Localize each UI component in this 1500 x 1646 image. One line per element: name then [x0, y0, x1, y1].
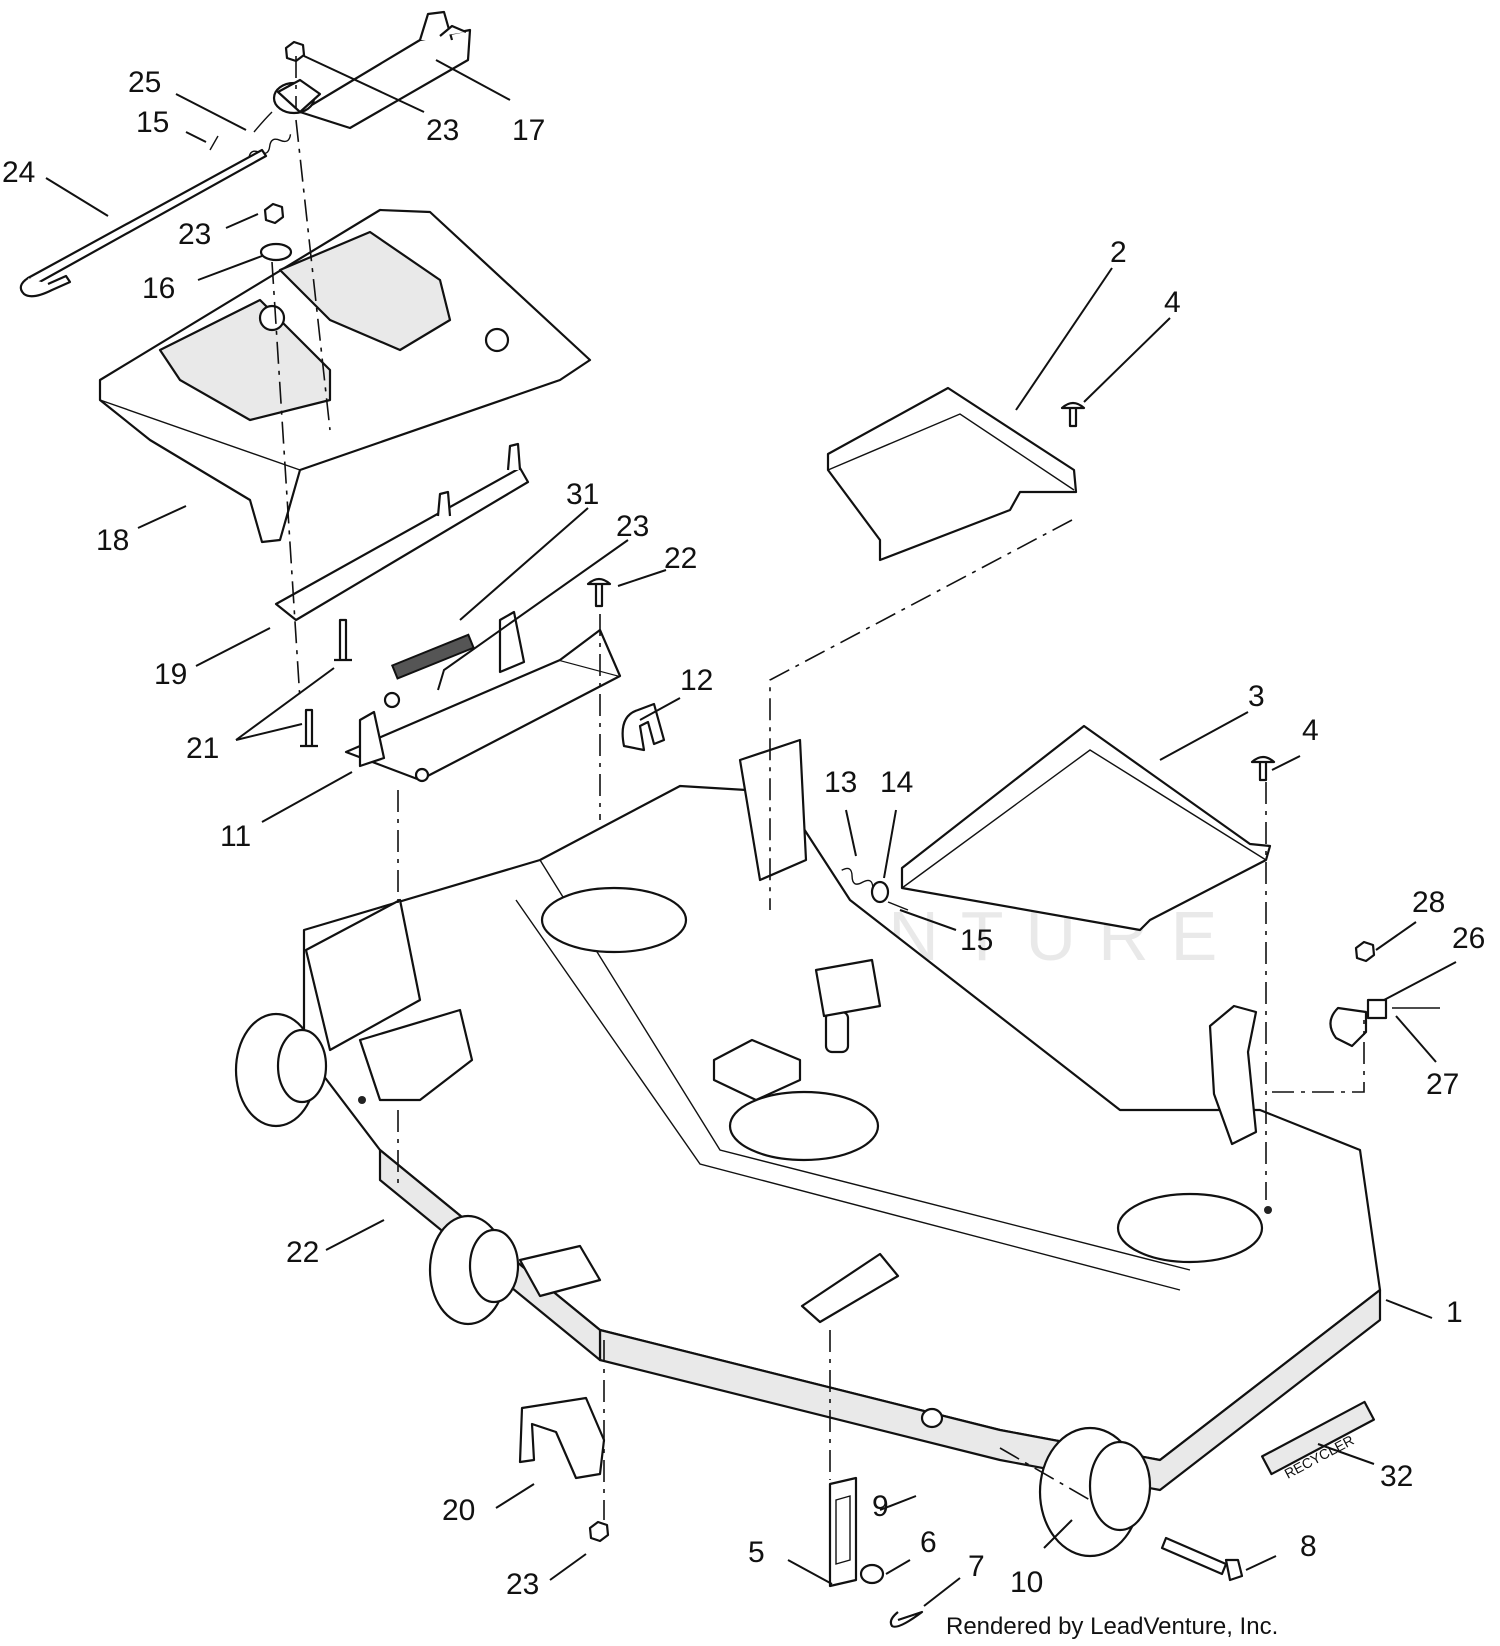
callout-20: 20 — [442, 1494, 475, 1527]
callout-17: 17 — [512, 114, 545, 147]
callout-31: 31 — [566, 478, 599, 511]
leader-lines — [45, 55, 1457, 1607]
callout-10: 10 — [1010, 1566, 1043, 1599]
callout-12: 12 — [680, 664, 713, 697]
part-23-nut-top — [284, 40, 306, 63]
callout-2: 2 — [1110, 236, 1127, 269]
part-23-nut-bottom — [588, 1520, 610, 1543]
part-19-plate — [274, 442, 530, 622]
part-wheel-front-left — [234, 1012, 328, 1128]
callout-23: 23 — [178, 218, 211, 251]
part-5-height-bracket — [828, 1476, 858, 1588]
part-23-nut — [263, 202, 285, 225]
part-20-bracket — [518, 1396, 606, 1480]
callout-23: 23 — [616, 510, 649, 543]
callout-labels: 25 15 24 23 17 23 16 2 4 18 31 23 22 19 … — [2, 66, 1485, 1601]
part-7-hairpin — [889, 1610, 924, 1628]
callout-26: 26 — [1452, 922, 1485, 955]
callout-22: 22 — [286, 1236, 319, 1269]
part-12-handle — [621, 702, 666, 752]
callout-6: 6 — [920, 1526, 937, 1559]
callout-25: 25 — [128, 66, 161, 99]
part-15-pin — [887, 901, 909, 911]
part-16-washer — [259, 242, 293, 262]
callout-19: 19 — [154, 658, 187, 691]
part-10-wheel — [1038, 1426, 1152, 1558]
callout-1: 1 — [1446, 1296, 1463, 1329]
part-21-screws — [300, 618, 352, 748]
callout-3: 3 — [1248, 680, 1265, 713]
part-18-top-cover — [98, 208, 592, 544]
part-4-bolt-upper — [1060, 401, 1086, 428]
part-28-screw — [1354, 940, 1376, 963]
part-4-bolt-lower — [1250, 755, 1276, 782]
callout-18: 18 — [96, 524, 129, 557]
part-3-cover — [900, 724, 1272, 932]
callout-15: 15 — [136, 106, 169, 139]
callout-15: 15 — [960, 924, 993, 957]
callout-4: 4 — [1164, 286, 1181, 319]
callout-22: 22 — [664, 542, 697, 575]
assembly-lines — [271, 56, 1365, 1520]
callout-23: 23 — [426, 114, 459, 147]
part-31-decal — [390, 633, 475, 680]
callout-7: 7 — [968, 1550, 985, 1583]
part-32-recycler-decal: RECYCLER — [1260, 1400, 1376, 1482]
callout-27: 27 — [1426, 1068, 1459, 1101]
callout-16: 16 — [142, 272, 175, 305]
part-14-washer — [870, 880, 890, 904]
callout-32: 32 — [1380, 1460, 1413, 1493]
part-24-rod — [19, 148, 268, 298]
part-2-cover — [826, 386, 1078, 562]
part-25-spring — [248, 111, 292, 159]
callout-24: 24 — [2, 156, 35, 189]
render-credit: Rendered by LeadVenture, Inc. — [946, 1613, 1278, 1640]
part-26-fitting — [1329, 998, 1388, 1048]
callout-21: 21 — [186, 732, 219, 765]
part-22-bolt-top — [586, 577, 612, 608]
callout-13: 13 — [824, 766, 857, 799]
callout-28: 28 — [1412, 886, 1445, 919]
callout-4: 4 — [1302, 714, 1319, 747]
callout-23: 23 — [506, 1568, 539, 1601]
part-9-nut — [920, 1407, 944, 1429]
part-15-pin-top — [209, 135, 219, 151]
callout-11: 11 — [220, 820, 251, 853]
callout-8: 8 — [1300, 1530, 1317, 1563]
part-17-bracket — [272, 10, 472, 130]
part-6-washer — [859, 1563, 885, 1585]
part-wheel-rear-left — [428, 1214, 602, 1326]
callout-9: 9 — [872, 1490, 889, 1523]
callout-14: 14 — [880, 766, 913, 799]
part-8-axle-bolt — [1160, 1536, 1244, 1582]
part-1-deck — [302, 738, 1382, 1492]
callout-5: 5 — [748, 1536, 765, 1569]
part-11-mount-plate — [344, 610, 622, 783]
